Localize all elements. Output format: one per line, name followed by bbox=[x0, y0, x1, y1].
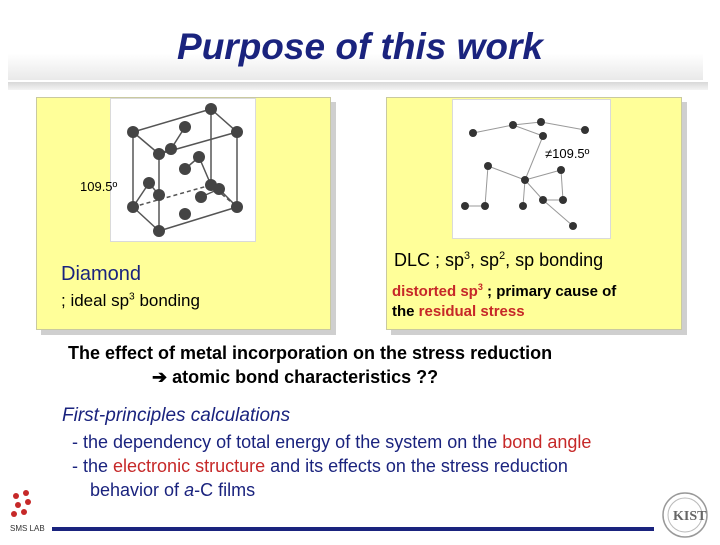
svg-text:SMS LAB: SMS LAB bbox=[10, 524, 45, 533]
diamond-heading: Diamond bbox=[61, 263, 142, 285]
dlc-heading: DLC ; sp3, sp2, sp bonding bbox=[394, 250, 604, 270]
arrow-right-icon: ➔ bbox=[152, 367, 168, 387]
title-divider bbox=[8, 82, 708, 90]
diamond-lattice-image bbox=[110, 98, 256, 242]
effect-line-1: The effect of metal incorporation on the… bbox=[68, 343, 553, 363]
kist-logo: KIST bbox=[656, 490, 714, 540]
effect-line-2: ➔ atomic bond characteristics ?? bbox=[152, 367, 439, 387]
footer-divider bbox=[52, 527, 654, 531]
slide-title: Purpose of this work bbox=[177, 26, 543, 67]
angle-label-dlc: ≠109.5º bbox=[545, 146, 590, 161]
fp-item-2: - the electronic structure and its effec… bbox=[72, 456, 568, 476]
fp-item-2-continued: behavior of a-C films bbox=[90, 480, 256, 500]
title-bar bbox=[8, 14, 703, 80]
svg-text:KIST: KIST bbox=[673, 509, 707, 524]
diamond-subtitle: ; ideal sp3 bonding bbox=[61, 291, 200, 310]
fp-item-1: - the dependency of total energy of the … bbox=[72, 432, 592, 452]
dlc-network-image bbox=[452, 99, 611, 239]
first-principles-heading: First-principles calculations bbox=[62, 405, 291, 426]
angle-label-diamond: 109.5º bbox=[80, 179, 118, 194]
dlc-description: distorted sp3 ; primary cause of the res… bbox=[392, 282, 617, 320]
sms-lab-logo: SMS LAB bbox=[8, 488, 48, 534]
